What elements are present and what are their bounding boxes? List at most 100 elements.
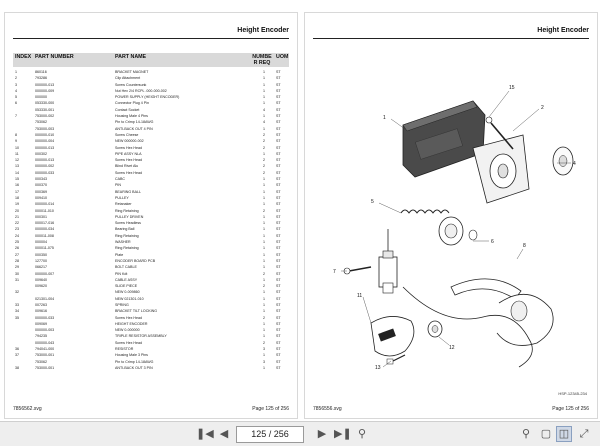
cell-part-number: 000000-010 (35, 132, 55, 137)
cell-uom: ST (276, 227, 281, 232)
cell-qty: 1 (263, 70, 265, 74)
fit-page-icon[interactable]: ▢ (540, 428, 552, 440)
cell-index: 17 (15, 189, 19, 194)
cell-qty: 1 (263, 309, 265, 314)
cell-part-number: 000000-043 (35, 340, 55, 345)
zoom-in-icon[interactable]: ⚲ (521, 428, 531, 440)
cell-qty: 2 (263, 132, 265, 137)
cell-part-number: 000017-016 (35, 221, 55, 226)
cell-qty: 1 (263, 114, 265, 119)
callout-2: 2 (541, 105, 544, 111)
cell-index: 15 (15, 177, 19, 182)
cell-uom: ST (276, 321, 281, 326)
encoder-drum (496, 293, 554, 346)
cell-qty: 2 (263, 271, 265, 276)
cell-qty: 1 (263, 214, 265, 219)
cell-index: 23 (15, 227, 19, 232)
cell-part-name: Clip Attachment (115, 76, 141, 81)
spring (400, 209, 450, 214)
cell-uom: ST (276, 164, 281, 169)
left-page: Height Encoder INDEX PART NUMBER PART NA… (4, 12, 298, 419)
footer-page-number: Page 125 of 256 (252, 406, 289, 412)
cell-qty: 1 (263, 189, 265, 194)
cell-part-number: 860116 (35, 70, 47, 74)
cable (402, 286, 533, 368)
cell-part-name: Contact Socket (115, 107, 140, 112)
callout-8: 8 (523, 243, 526, 249)
cell-uom: ST (276, 195, 281, 200)
cell-index: 7 (15, 114, 17, 119)
fullscreen-icon[interactable]: ⤢ (579, 428, 589, 440)
cell-qty: 1 (263, 227, 265, 232)
cell-uom: ST (276, 340, 281, 345)
cell-uom: ST (276, 334, 281, 339)
cell-part-number: 753062 (35, 120, 47, 125)
page-title: Height Encoder (537, 27, 589, 34)
cell-part-name: POWER SUPPLY (HEIGHT ENCODER) (115, 95, 180, 100)
cell-index: 28 (15, 258, 19, 263)
cell-index: 36 (15, 347, 19, 352)
cell-part-number: 127700 (35, 258, 47, 263)
footer-page-number: Page 125 of 256 (552, 406, 589, 412)
cell-uom: ST (276, 221, 281, 226)
cell-qty: 1 (263, 252, 265, 257)
bracket-plate (472, 134, 530, 204)
zoom-out-icon[interactable]: ⚲ (357, 428, 367, 440)
cell-part-name: ENCODER BOARD PCB (115, 258, 156, 263)
cell-index: 3 (15, 82, 17, 87)
cell-uom: ST (276, 202, 281, 207)
cell-index: 34 (15, 309, 19, 314)
cell-uom: ST (276, 347, 281, 352)
cell-part-number: 753000-002 (35, 114, 55, 119)
cell-qty: 2 (263, 139, 265, 144)
cell-part-name: SLIDE PIECE (115, 284, 138, 289)
page-number-input[interactable]: 125 / 256 (236, 426, 304, 443)
cell-index: 30 (15, 271, 19, 276)
cell-part-name: ANTI-BACK OUT 3 PIN (115, 365, 153, 370)
cell-part-number: 000000-013 (35, 82, 55, 87)
next-page-icon[interactable]: ▶ (317, 428, 327, 440)
cell-part-name: Screw Hex Head (115, 315, 142, 320)
cell-index: 11 (15, 151, 19, 156)
cell-qty: 1 (263, 126, 265, 131)
cell-uom: ST (276, 246, 281, 251)
cell-qty: 1 (263, 240, 265, 245)
curved-slide-plate (450, 278, 522, 300)
cell-qty: 2 (263, 158, 265, 163)
cell-index: 13 (15, 164, 19, 169)
cell-qty: 1 (263, 233, 265, 238)
connector-plug (378, 229, 398, 294)
cell-index: 18 (15, 195, 19, 200)
cell-part-name: CABLE ASSY (115, 277, 138, 282)
cell-index: 5 (15, 95, 17, 100)
cell-index: 14 (15, 170, 19, 175)
cell-qty: 2 (263, 315, 265, 320)
cell-qty: 1 (263, 195, 265, 200)
cell-part-name: Ring Retaining (115, 246, 139, 251)
cell-part-name: PIPE ASSY NLA (115, 151, 142, 156)
cell-qty: 1 (263, 151, 265, 156)
prev-page-icon[interactable]: ◀ (219, 428, 229, 440)
last-page-icon[interactable]: ▶❚ (334, 428, 352, 440)
cell-part-name: RESISTOR (115, 347, 134, 352)
cell-part-number: 000370 (35, 183, 47, 188)
cell-qty: 1 (263, 302, 265, 307)
first-page-icon[interactable]: ❚◀ (196, 428, 214, 440)
callout-15: 15 (509, 85, 515, 91)
footer-filename: 7856556.svg (313, 406, 342, 412)
two-page-icon[interactable]: ◫ (556, 426, 572, 442)
cell-index: 20 (15, 208, 19, 213)
